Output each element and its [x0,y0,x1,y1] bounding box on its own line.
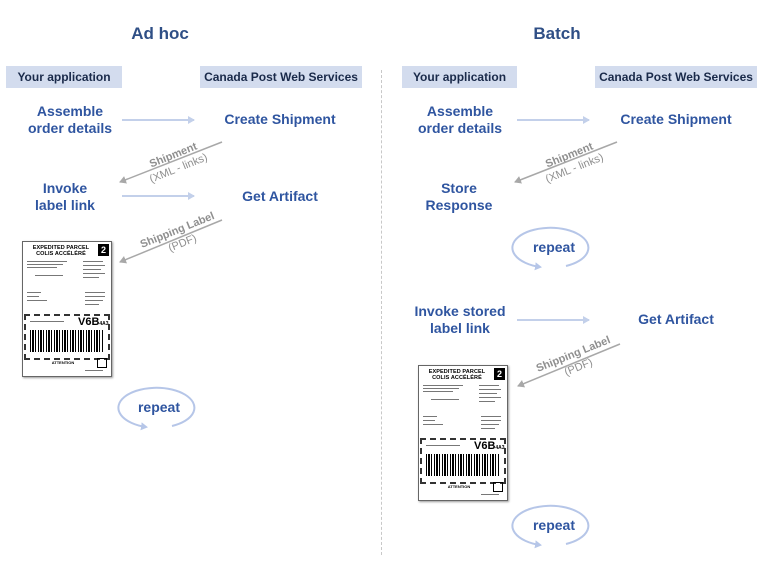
label-title-en: EXPEDITED PARCEL [32,245,90,251]
label-title-fr: COLIS ACCÉLÉRÉ [432,375,482,381]
adhoc-repeat-label: repeat [137,399,181,415]
adhoc-col-your-application: Your application [6,66,122,88]
adhoc-step-get-artifact: Get Artifact [242,188,318,204]
batch-repeat-loop-1 [511,226,590,271]
batch-repeat-label-1: repeat [532,239,576,255]
batch-title: Batch [533,24,581,43]
label-barcode [30,330,104,352]
label-number-badge: 2 [98,244,109,256]
batch-arrow-shipment-return [514,141,618,184]
label-number-badge: 2 [494,368,505,380]
label-attention: ATTENTION [447,484,471,489]
section-divider [381,70,382,555]
batch-step-assemble: Assemble order details [417,103,503,136]
batch-col-canada-post: Canada Post Web Services [595,66,757,88]
batch-repeat-loop-2 [511,504,590,549]
label-checkbox-mark [493,482,503,492]
adhoc-shipping-label-image: 2 EXPEDITED PARCEL COLIS ACCÉLÉRÉ V6B4A3… [22,241,112,377]
label-postal-code-suffix: 4A3 [495,445,505,451]
label-title-en: EXPEDITED PARCEL [428,369,486,375]
label-postal-code-main: V6B [78,316,100,328]
adhoc-step-assemble: Assemble order details [27,103,113,136]
batch-step-invoke-stored: Invoke stored label link [414,303,506,336]
label-postal-code-main: V6B [474,440,496,452]
label-barcode-box: V6B4A3 [24,314,110,360]
label-postal-code: V6B4A3 [78,316,109,328]
label-checkbox-mark [97,358,107,368]
adhoc-repeat-loop [117,386,196,431]
batch-step-get-artifact: Get Artifact [638,311,714,327]
label-title-fr: COLIS ACCÉLÉRÉ [36,251,86,257]
adhoc-step-create-shipment: Create Shipment [224,111,336,127]
batch-shipping-label-image: 2 EXPEDITED PARCEL COLIS ACCÉLÉRÉ V6B4A3… [418,365,508,501]
batch-col-your-application: Your application [402,66,517,88]
label-postal-code: V6B4A3 [474,440,505,452]
adhoc-step-invoke: Invoke label link [35,180,95,213]
batch-step-store-response: Store Response [425,180,493,213]
adhoc-arrow-shipment-return [119,141,223,184]
label-postal-code-suffix: 4A3 [99,321,109,327]
label-barcode-box: V6B4A3 [420,438,506,484]
adhoc-arrow-label-return [119,219,223,264]
adhoc-col-canada-post: Canada Post Web Services [200,66,362,88]
batch-step-create-shipment: Create Shipment [620,111,732,127]
label-barcode [426,454,500,476]
batch-repeat-label-2: repeat [532,517,576,533]
adhoc-title: Ad hoc [131,24,189,43]
label-attention: ATTENTION [51,360,75,365]
batch-arrow-label-return [517,343,621,388]
